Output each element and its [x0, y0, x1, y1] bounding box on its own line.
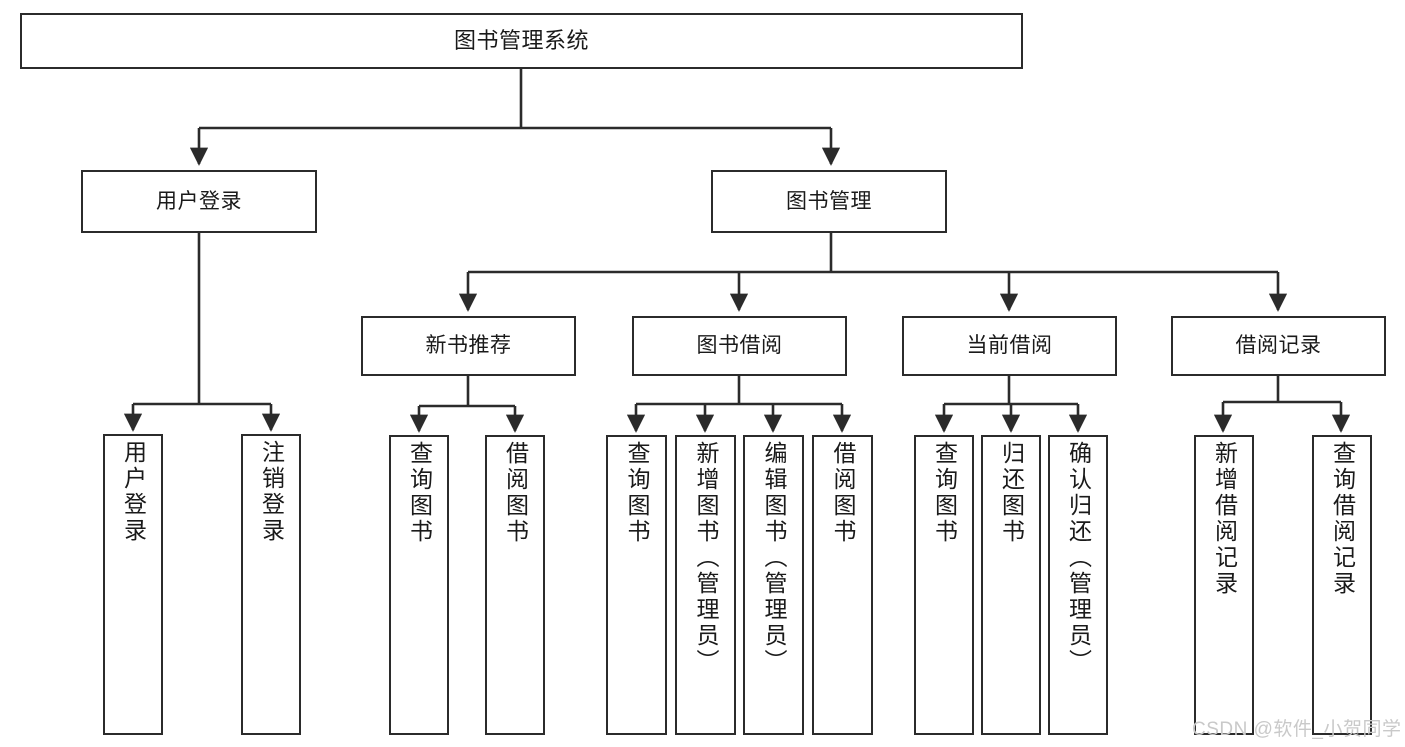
node-label: 查询图书: [624, 441, 650, 545]
leaf-records-query-record[interactable]: 查询借阅记录: [1312, 435, 1372, 735]
csdn-watermark: CSDN @软件_小贺同学: [1192, 719, 1402, 740]
node-label: 图书管理: [786, 189, 872, 213]
node-label: 图书管理系统: [453, 27, 589, 53]
node-label: 编辑图书（管理员）: [761, 441, 787, 675]
leaf-new-book-borrow[interactable]: 借阅图书: [485, 435, 545, 735]
leaf-user-login-signin[interactable]: 用户登录: [103, 434, 163, 735]
node-label: 查询图书: [931, 441, 958, 545]
node-book-borrow[interactable]: 图书借阅: [632, 316, 847, 376]
node-root-system[interactable]: 图书管理系统: [20, 13, 1023, 69]
leaf-borrow-edit-book-admin[interactable]: 编辑图书（管理员）: [743, 435, 804, 735]
node-label: 新增图书（管理员）: [693, 441, 719, 675]
node-label: 确认归还（管理员）: [1065, 441, 1092, 675]
leaf-borrow-query-book[interactable]: 查询图书: [606, 435, 667, 735]
node-label: 借阅记录: [1235, 334, 1322, 358]
node-label: 借阅图书: [502, 441, 529, 545]
node-borrow-records[interactable]: 借阅记录: [1171, 316, 1386, 376]
leaf-current-return-book[interactable]: 归还图书: [981, 435, 1041, 735]
node-label: 查询借阅记录: [1329, 441, 1356, 597]
node-label: 图书借阅: [696, 334, 783, 358]
node-label: 用户登录: [156, 189, 242, 213]
leaf-new-book-query[interactable]: 查询图书: [389, 435, 449, 735]
node-label: 新书推荐: [425, 334, 512, 358]
node-new-book-recommend[interactable]: 新书推荐: [361, 316, 576, 376]
node-current-borrow[interactable]: 当前借阅: [902, 316, 1117, 376]
node-label: 借阅图书: [830, 441, 856, 545]
leaf-borrow-borrow-book[interactable]: 借阅图书: [812, 435, 873, 735]
leaf-borrow-add-book-admin[interactable]: 新增图书（管理员）: [675, 435, 736, 735]
node-label: 新增借阅记录: [1211, 441, 1238, 597]
leaf-current-confirm-return-admin[interactable]: 确认归还（管理员）: [1048, 435, 1108, 735]
node-user-login[interactable]: 用户登录: [81, 170, 317, 233]
node-label: 注销登录: [258, 440, 285, 544]
leaf-user-login-signout[interactable]: 注销登录: [241, 434, 301, 735]
node-book-management[interactable]: 图书管理: [711, 170, 947, 233]
leaf-records-add-record[interactable]: 新增借阅记录: [1194, 435, 1254, 735]
node-label: 归还图书: [998, 441, 1025, 545]
node-label: 当前借阅: [966, 334, 1053, 358]
node-label: 查询图书: [406, 441, 433, 545]
node-label: 用户登录: [120, 440, 147, 544]
leaf-current-query-book[interactable]: 查询图书: [914, 435, 974, 735]
